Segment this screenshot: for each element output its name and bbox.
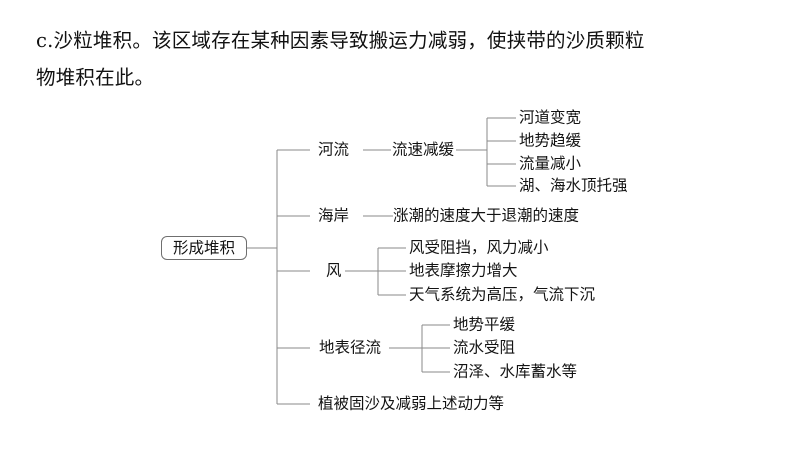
leaf-river-3[interactable]: 流量减小 xyxy=(519,154,582,173)
branch-label-wind[interactable]: 风 xyxy=(326,261,342,280)
leaf-runoff-1[interactable]: 地势平缓 xyxy=(453,315,516,334)
leaf-runoff-2[interactable]: 流水受阻 xyxy=(453,338,516,357)
intro-paragraph: c.沙粒堆积。该区域存在某种因素导致搬运力减弱，使挟带的沙质颗粒 物堆积在此。 xyxy=(36,22,776,96)
branch-label-coast[interactable]: 海岸 xyxy=(318,206,350,225)
leaf-wind-3[interactable]: 天气系统为高压，气流下沉 xyxy=(409,285,596,304)
leaf-river-2[interactable]: 地势趋缓 xyxy=(519,131,582,150)
intro-line-1: c.沙粒堆积。该区域存在某种因素导致搬运力减弱，使挟带的沙质颗粒 xyxy=(36,29,645,52)
root-node-box[interactable]: 形成堆积 xyxy=(161,236,247,260)
branch-label-vegetation[interactable]: 植被固沙及减弱上述动力等 xyxy=(318,394,505,413)
leaf-runoff-3[interactable]: 沼泽、水库蓄水等 xyxy=(453,362,578,381)
branch-label-runoff[interactable]: 地表径流 xyxy=(319,338,382,357)
branch-child-river[interactable]: 流速减缓 xyxy=(392,140,455,159)
leaf-river-1[interactable]: 河道变宽 xyxy=(519,108,582,127)
leaf-wind-1[interactable]: 风受阻挡，风力减小 xyxy=(409,238,549,257)
branch-child-coast[interactable]: 涨潮的速度大于退潮的速度 xyxy=(393,206,580,225)
intro-line-2: 物堆积在此。 xyxy=(36,66,155,89)
leaf-wind-2[interactable]: 地表摩擦力增大 xyxy=(409,261,518,280)
leaf-river-4[interactable]: 湖、海水顶托强 xyxy=(519,176,628,195)
branch-label-river[interactable]: 河流 xyxy=(318,140,350,159)
root-node-label: 形成堆积 xyxy=(172,238,235,257)
